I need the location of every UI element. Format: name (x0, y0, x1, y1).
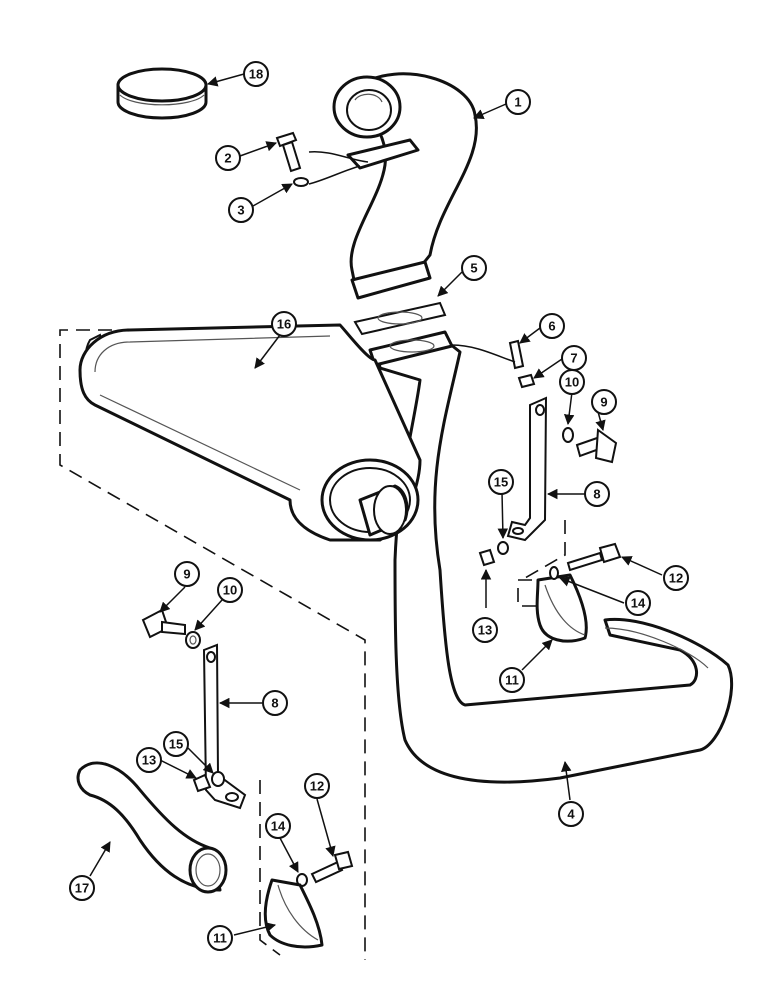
svg-text:5: 5 (470, 261, 477, 276)
svg-text:6: 6 (548, 319, 555, 334)
callout-15-upper: 15 (488, 469, 514, 495)
part-18-cap (116, 67, 208, 120)
part-8-bracket-upper (506, 396, 548, 542)
part-15-washer-lower (211, 771, 225, 787)
svg-text:16: 16 (277, 317, 291, 332)
part-7-nut (517, 373, 536, 389)
svg-text:7: 7 (570, 351, 577, 366)
callout-8-upper: 8 (584, 481, 610, 507)
callout-2: 2 (215, 145, 241, 171)
callout-11-upper: 11 (499, 667, 525, 693)
callout-13-upper: 13 (472, 617, 498, 643)
part-17-pipe (76, 761, 228, 894)
part-3-nut (293, 177, 309, 187)
svg-text:11: 11 (213, 931, 227, 946)
svg-text:13: 13 (478, 623, 492, 638)
callout-5: 5 (461, 255, 487, 281)
part-6-stud (508, 339, 525, 370)
callout-6: 6 (539, 313, 565, 339)
part-12-bolt-lower (310, 850, 354, 884)
svg-text:14: 14 (631, 596, 646, 611)
callout-12-lower: 12 (304, 773, 330, 799)
part-11-clamp-upper (535, 573, 588, 643)
svg-text:11: 11 (505, 673, 519, 688)
callout-8-lower: 8 (262, 690, 288, 716)
callout-12-upper: 12 (663, 565, 689, 591)
part-15-washer-upper (497, 541, 509, 555)
muffler-group-outline (59, 329, 366, 960)
part-4-tailpipe (368, 330, 734, 784)
part-10-washer-lower (185, 631, 201, 649)
part-5-gasket (353, 301, 447, 336)
callout-7: 7 (561, 345, 587, 371)
part-13-nut-upper (478, 548, 496, 567)
svg-text:12: 12 (669, 571, 683, 586)
svg-text:9: 9 (600, 395, 607, 410)
callout-16: 16 (271, 311, 297, 337)
callout-9-lower: 9 (174, 561, 200, 587)
part-2-bolt (275, 131, 302, 173)
svg-text:10: 10 (223, 583, 237, 598)
part-12-bolt-upper (566, 542, 622, 572)
svg-text:8: 8 (593, 487, 600, 502)
callout-15-lower: 15 (163, 731, 189, 757)
callout-18: 18 (243, 61, 269, 87)
svg-text:4: 4 (567, 807, 575, 822)
svg-text:13: 13 (142, 753, 156, 768)
svg-text:14: 14 (271, 819, 286, 834)
callout-9-upper: 9 (591, 389, 617, 415)
callout-3: 3 (228, 197, 254, 223)
callout-10-upper: 10 (559, 369, 585, 395)
callout-14-lower: 14 (265, 813, 291, 839)
part-8-bracket-lower (202, 643, 247, 810)
part-14-washer-upper (549, 566, 559, 580)
svg-text:17: 17 (75, 881, 89, 896)
upper-clamp-group-outline (517, 520, 566, 607)
part-1-elbow-pipe (332, 72, 478, 300)
callout-1: 1 (505, 89, 531, 115)
svg-text:15: 15 (169, 737, 183, 752)
callout-13-lower: 13 (136, 747, 162, 773)
callout-10-lower: 10 (217, 577, 243, 603)
part-13-nut-lower (192, 773, 212, 793)
callout-4: 4 (558, 801, 584, 827)
callout-11-lower: 11 (207, 925, 233, 951)
callout-17: 17 (69, 875, 95, 901)
svg-text:18: 18 (249, 67, 263, 82)
leader-lines (89, 73, 663, 936)
part-16-muffler (78, 323, 422, 542)
lower-clamp-group-outline (259, 780, 281, 956)
part-11-clamp-lower (263, 878, 324, 949)
part-10-washer-upper (562, 427, 574, 443)
svg-text:1: 1 (514, 95, 521, 110)
svg-text:15: 15 (494, 475, 508, 490)
part-9-bolt-lower (141, 608, 186, 639)
svg-text:10: 10 (565, 375, 579, 390)
svg-text:12: 12 (310, 779, 324, 794)
callout-14-upper: 14 (625, 590, 651, 616)
svg-text:2: 2 (224, 151, 231, 166)
svg-text:8: 8 (271, 696, 278, 711)
svg-text:3: 3 (237, 203, 244, 218)
part-9-bolt-upper (575, 428, 618, 464)
svg-text:9: 9 (183, 567, 190, 582)
